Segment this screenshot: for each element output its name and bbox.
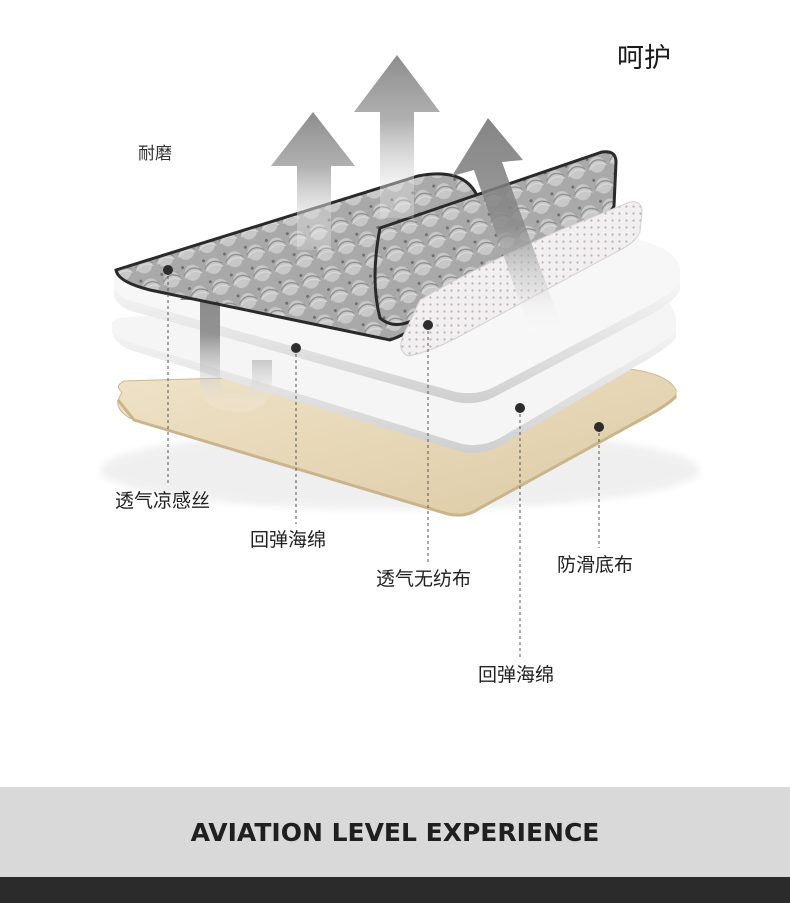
layer-label-antislip: 防滑底布 <box>557 556 633 575</box>
layer-label-nonwoven: 透气无纺布 <box>376 570 471 589</box>
cushion-layers-illustration <box>0 0 790 790</box>
heading-care: 呵护 <box>617 45 671 72</box>
layer-label-cool-silk: 透气凉感丝 <box>115 492 210 511</box>
dot-antislip <box>594 422 604 432</box>
dot-foam-2 <box>515 403 525 413</box>
feature-label-wear: 耐磨 <box>138 146 172 163</box>
layer-label-foam-top: 回弹海绵 <box>250 531 326 550</box>
dot-foam-1 <box>291 343 301 353</box>
banner-text: AVIATION LEVEL EXPERIENCE <box>191 818 600 847</box>
layer-label-foam-bottom: 回弹海绵 <box>478 666 554 685</box>
dot-nonwoven <box>423 320 433 330</box>
experience-banner: AVIATION LEVEL EXPERIENCE <box>0 787 790 877</box>
dot-cool-silk <box>163 265 173 275</box>
footer-bar <box>0 877 790 903</box>
